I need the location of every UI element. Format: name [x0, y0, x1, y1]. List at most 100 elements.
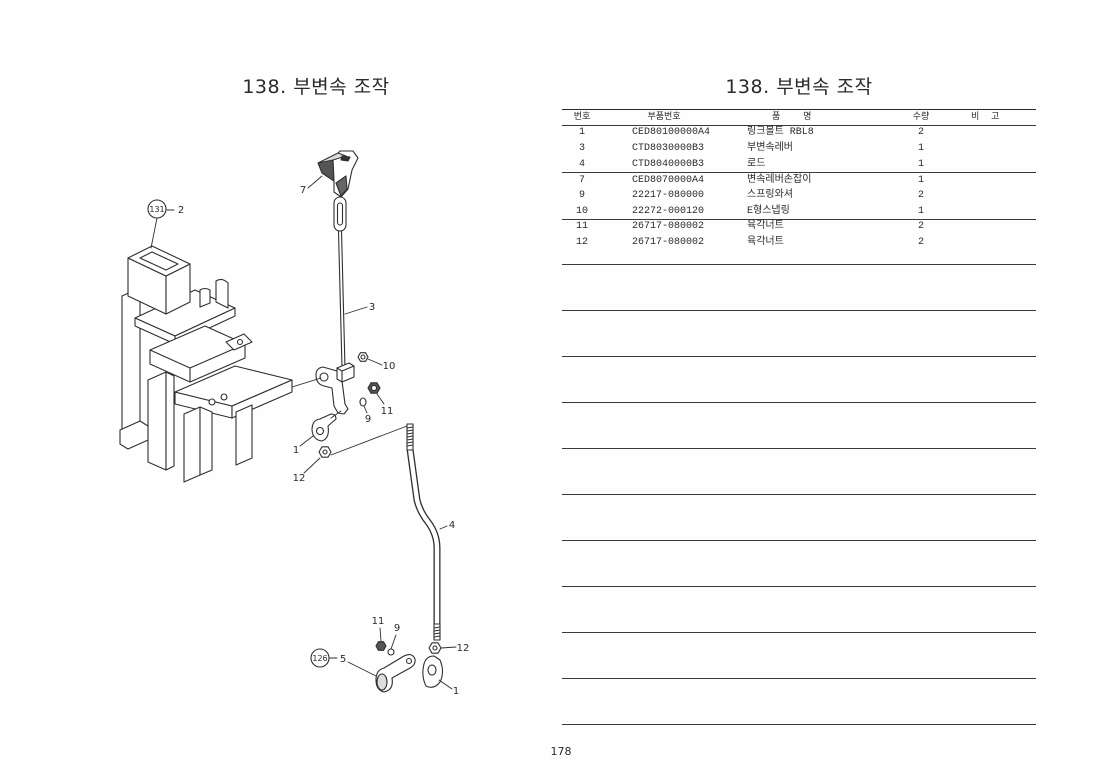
leader-9-lower [390, 634, 397, 650]
cell-name: 스프링와셔 [747, 190, 793, 201]
rod-shaft [337, 230, 346, 369]
cell-qty: 1 [917, 159, 924, 170]
part-10-inner [360, 354, 366, 360]
page-number: 178 [550, 745, 572, 758]
frame-bolt-head [220, 393, 228, 401]
table-rule [562, 632, 1036, 633]
cell-part-no: 22272-000120 [632, 206, 705, 217]
table-group-rule [562, 172, 1036, 173]
cell-part-no: 26717-080002 [632, 221, 705, 232]
header-part-no: 부품번호 [647, 112, 681, 122]
table-rule [562, 494, 1036, 495]
callout-11-upper: 11 [381, 406, 394, 417]
ref-126-circle [310, 648, 330, 668]
cell-name: 육각너트 [747, 237, 784, 248]
callout-3: 3 [369, 302, 375, 313]
leader-9-upper [363, 405, 368, 414]
frame-mid-edges [149, 343, 246, 383]
parts-diagram: 131 2 7 3 10 11 9 1 12 4 11 9 126 5 12 1 [119, 150, 470, 697]
cell-part-no: CTD8030000B3 [632, 143, 705, 154]
table-rule [562, 264, 1036, 265]
callout-ref-126: 126 [312, 654, 327, 663]
cell-part-no: CTD8040000B3 [632, 159, 705, 170]
callout-4: 4 [449, 520, 455, 531]
frame-mid-body [149, 325, 246, 383]
part-7-knob [317, 150, 359, 198]
frame-leg-front-side [199, 406, 213, 476]
table-row: 9 22217-080000 스프링와셔 2 [562, 188, 1036, 203]
table-row: 1 CED80100000A4 링크볼트 RBL8 2 [562, 125, 1036, 140]
table-rule [562, 356, 1036, 357]
header-qty: 수량 [912, 112, 930, 122]
cell-no: 7 [578, 175, 585, 186]
table-rule [562, 586, 1036, 587]
table-top-rule [562, 109, 1036, 110]
table-rule [562, 540, 1036, 541]
leader-1-upper [299, 435, 314, 447]
cell-no: 11 [575, 221, 588, 232]
leader-131 [150, 217, 158, 249]
table-rule [562, 402, 1036, 403]
assembly-line-stud [330, 410, 342, 419]
leader-12-lower [440, 646, 457, 649]
table-header-rule [562, 125, 1036, 126]
cell-no: 4 [578, 159, 585, 170]
cell-qty: 1 [917, 143, 924, 154]
table-row: 11 26717-080002 육각너트 2 [562, 219, 1036, 234]
part-5-cylinder-end [376, 673, 388, 691]
cell-qty: 2 [917, 237, 924, 248]
table-group-rule [562, 219, 1036, 220]
part-1-joint-upper-ball [315, 426, 325, 436]
table-row: 3 CTD8030000B3 부변속레버 1 [562, 141, 1036, 156]
cell-part-no: CED8070000A4 [632, 175, 705, 186]
callout-7: 7 [300, 185, 306, 196]
leader-4 [439, 525, 448, 530]
cell-qty: 1 [917, 206, 924, 217]
frame-leg-left [147, 371, 167, 471]
header-no: 번호 [573, 112, 591, 122]
ref-131-circle [147, 199, 167, 219]
part-9-washer-lower [387, 648, 395, 656]
callout-1-lower: 1 [453, 686, 459, 697]
part-2-frame [119, 245, 293, 483]
rod-thread-bottom [433, 623, 441, 641]
leader-10 [367, 358, 383, 366]
cell-no: 9 [578, 190, 585, 201]
thread-hatch-bottom [433, 626, 441, 638]
callout-9-lower: 9 [394, 623, 400, 634]
table-rule [562, 678, 1036, 679]
frame-foot-tab [119, 420, 149, 450]
part-4-rod [406, 423, 441, 641]
part-3-lever [315, 196, 355, 415]
cell-name: 변속레버손잡이 [747, 175, 812, 186]
table-rule [562, 724, 1036, 725]
right-page-title: 138. 부변속 조작 [725, 76, 873, 98]
cell-no: 12 [575, 237, 588, 248]
callout-9-upper: 9 [365, 414, 371, 425]
leader-5 [347, 661, 377, 677]
leader-11-lower [379, 627, 382, 642]
callout-10: 10 [383, 361, 396, 372]
assembly-line-frame-lever [291, 377, 322, 388]
callout-12-upper: 12 [293, 473, 306, 484]
frame-left-plate [121, 287, 141, 434]
cell-no: 3 [578, 143, 585, 154]
frame-tab-hole [236, 338, 244, 346]
leader-12-upper [303, 457, 321, 474]
callout-5: 5 [340, 654, 346, 665]
callout-12-lower: 12 [457, 643, 470, 654]
leader-7 [307, 175, 323, 189]
cell-qty: 2 [917, 127, 924, 138]
lever-hub [336, 362, 355, 383]
part-11-nut-upper-hole [370, 384, 378, 392]
assembly-line-joint-rod [330, 425, 408, 456]
header-remarks: 비 고 [971, 112, 1004, 122]
part-12-nut-lower-hole [432, 645, 438, 651]
header-name: 품 명 [772, 112, 822, 122]
part-1-joint-lower-ball [427, 664, 437, 676]
cell-part-no: 26717-080002 [632, 237, 705, 248]
callout-11-lower: 11 [372, 616, 385, 627]
table-rule [562, 310, 1036, 311]
table-rule [562, 448, 1036, 449]
cell-name: 부변속레버 [747, 143, 793, 154]
